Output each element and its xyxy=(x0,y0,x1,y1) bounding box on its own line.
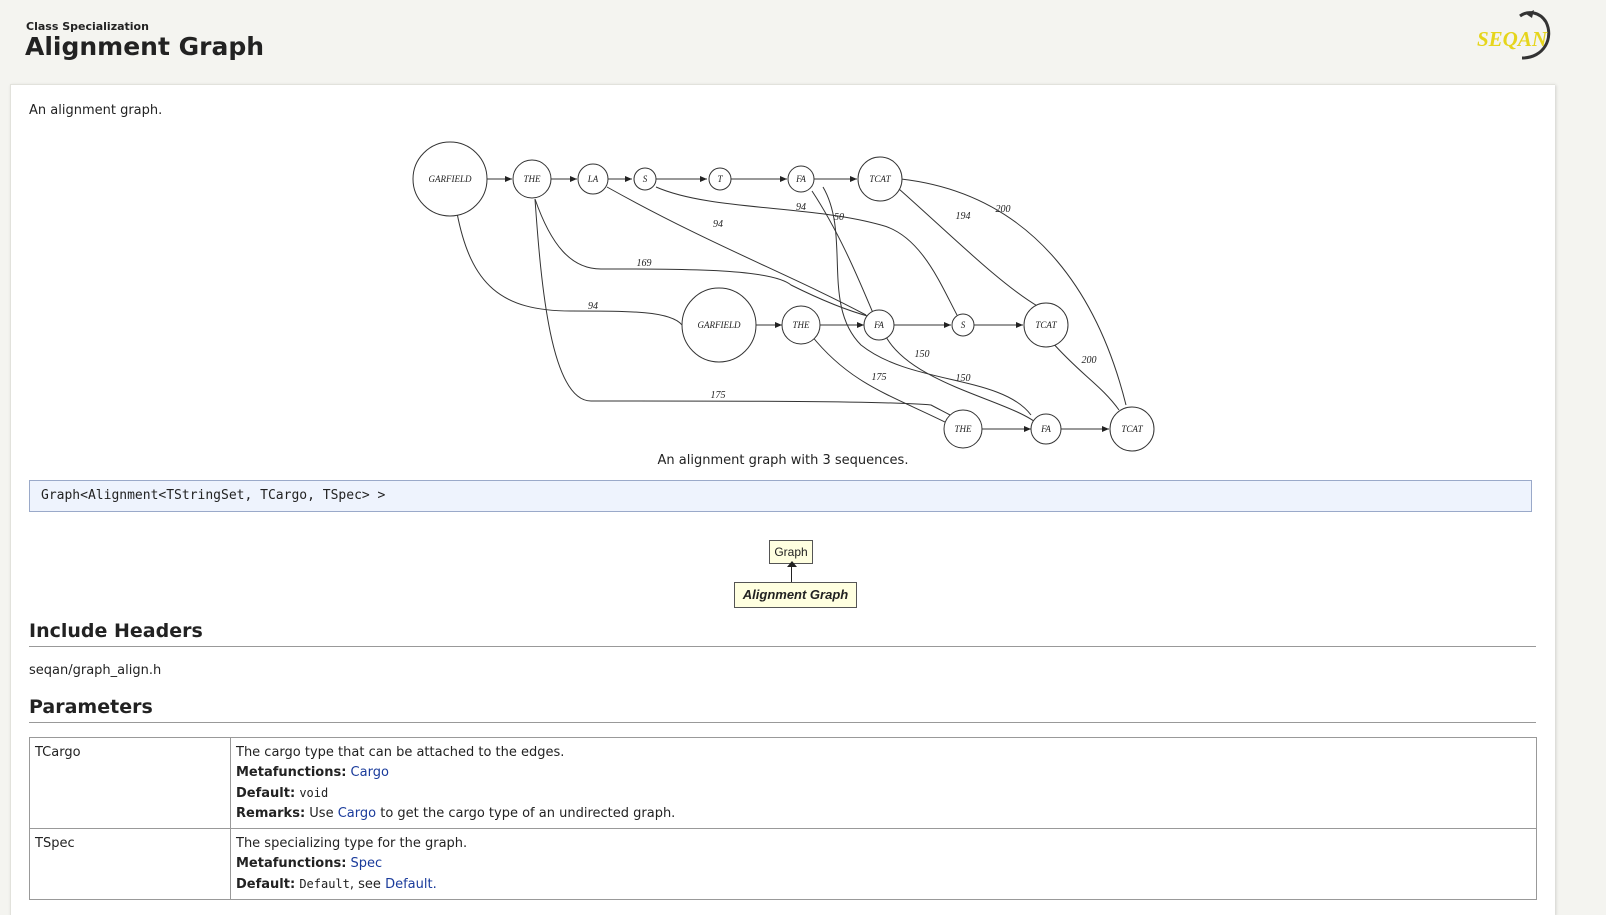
signature-box: Graph<Alignment<TStringSet, TCargo, TSpe… xyxy=(29,480,1532,512)
param-details: The specializing type for the graph. Met… xyxy=(230,828,1537,900)
node-n5: T xyxy=(717,174,723,184)
node-m1: GARFIELD xyxy=(698,320,741,330)
edge-label-1: 94 xyxy=(713,219,723,230)
main-content: An alignment graph. xyxy=(10,84,1555,915)
edge-label-7: 94 xyxy=(588,301,598,312)
spec-link[interactable]: Spec xyxy=(350,856,383,871)
param-description: The specializing type for the graph. xyxy=(236,836,468,851)
hierarchy-connector xyxy=(791,563,792,583)
edge-label-8: 150 xyxy=(915,349,930,360)
edge-label-4: 194 xyxy=(956,211,971,222)
remarks-post: to get the cargo type of an undirected g… xyxy=(380,806,676,821)
edge-label-2: 94 xyxy=(796,202,806,213)
node-m3: FA xyxy=(873,320,884,330)
metafunctions-label: Metafunctions: xyxy=(236,856,347,871)
metafunctions-label: Metafunctions: xyxy=(236,765,347,780)
edge-label-11: 175 xyxy=(711,390,726,401)
hierarchy-self: Alignment Graph xyxy=(734,582,857,608)
edge-label-3: 50 xyxy=(834,212,844,223)
node-k1: THE xyxy=(954,424,972,434)
edge-label-12: 200 xyxy=(1082,355,1097,366)
alignment-graph-figure: GARFIELD THE LA S T FA TCAT GARFIELD THE… xyxy=(412,141,1155,452)
include-header-file: seqan/graph_align.h xyxy=(29,663,162,678)
default-value: void xyxy=(299,786,329,800)
parameters-table: TCargo The cargo type that can be attach… xyxy=(29,737,1537,900)
table-row: TCargo The cargo type that can be attach… xyxy=(29,737,1537,829)
page-kicker: Class Specialization xyxy=(26,20,149,33)
param-details: The cargo type that can be attached to t… xyxy=(230,737,1537,829)
hierarchy-arrow-icon xyxy=(787,561,797,567)
parameters-heading: Parameters xyxy=(29,696,1536,723)
default-label: Default: xyxy=(236,786,296,801)
node-m2: THE xyxy=(792,320,810,330)
default-link[interactable]: Default. xyxy=(385,877,437,892)
figure-caption: An alignment graph with 3 sequences. xyxy=(657,453,909,468)
default-see: , see xyxy=(349,877,381,892)
cargo-link[interactable]: Cargo xyxy=(350,765,389,780)
param-name: TCargo xyxy=(29,737,231,829)
param-default: Default: void xyxy=(236,783,1531,804)
node-k3: TCAT xyxy=(1121,424,1143,434)
node-n4: S xyxy=(643,174,648,184)
edge-label-10: 150 xyxy=(956,373,971,384)
param-metafunctions: Metafunctions: Cargo xyxy=(236,763,1531,783)
hierarchy-parent-graph[interactable]: Graph xyxy=(769,540,813,564)
param-remarks: Remarks: Use Cargo to get the cargo type… xyxy=(236,804,1531,824)
remarks-cargo-link[interactable]: Cargo xyxy=(337,806,377,821)
edge-label-9: 175 xyxy=(872,372,887,383)
node-m4: S xyxy=(961,320,966,330)
seqan-logo[interactable]: SEQAN xyxy=(1474,8,1558,62)
param-default: Default: Default, see Default. xyxy=(236,874,1531,895)
remarks-pre: Use xyxy=(309,806,334,821)
node-n2: THE xyxy=(523,174,541,184)
node-k2: FA xyxy=(1040,424,1051,434)
edge-label-6: 169 xyxy=(637,258,652,269)
node-n3: LA xyxy=(587,174,599,184)
default-value: Default xyxy=(299,877,350,891)
param-name: TSpec xyxy=(29,828,231,900)
param-description: The cargo type that can be attached to t… xyxy=(236,745,565,760)
node-m5: TCAT xyxy=(1035,320,1057,330)
default-label: Default: xyxy=(236,877,296,892)
node-n6: FA xyxy=(795,174,806,184)
table-row: TSpec The specializing type for the grap… xyxy=(29,828,1537,900)
logo-text: SEQAN xyxy=(1477,27,1548,51)
node-n7: TCAT xyxy=(869,174,891,184)
page-title: Alignment Graph xyxy=(25,32,265,61)
page-header: Class Specialization Alignment Graph SEQ… xyxy=(0,0,1606,84)
include-headers-heading: Include Headers xyxy=(29,620,1536,647)
remarks-label: Remarks: xyxy=(236,806,306,821)
edge-label-5: 200 xyxy=(996,204,1011,215)
intro-text: An alignment graph. xyxy=(29,103,163,118)
node-n1: GARFIELD xyxy=(429,174,472,184)
param-metafunctions: Metafunctions: Spec xyxy=(236,854,1531,874)
